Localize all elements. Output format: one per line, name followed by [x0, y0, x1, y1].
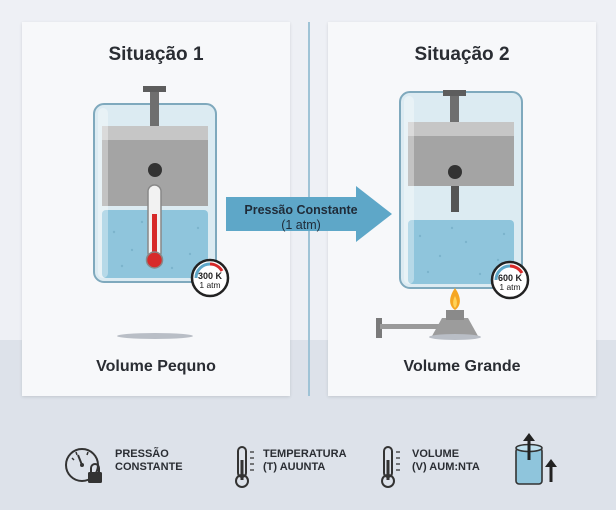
cylinder-volume-up-icon — [515, 433, 557, 485]
situation-1-title: Situação 1 — [108, 44, 204, 65]
situation-1-caption: Volume Pequno — [96, 358, 216, 375]
piston-rod — [450, 92, 459, 134]
pressure-gauge-lock-icon — [65, 448, 102, 483]
arrow-label: Pressão Constante (1 atm) — [244, 203, 358, 232]
water-volume — [408, 220, 514, 284]
situation-2-cylinder-illustration — [376, 90, 530, 340]
piston-pin — [448, 165, 462, 179]
situation-2-caption: Volume Grande — [403, 358, 521, 375]
piston-rod — [150, 86, 159, 130]
piston-pin — [148, 163, 162, 177]
legend-volume: VOLUME(V) AUM:NTA — [412, 448, 480, 473]
situation-1-cylinder-illustration — [93, 86, 230, 339]
thermometer-icon-2 — [381, 446, 400, 488]
bunsen-burner — [376, 310, 481, 340]
situation-2-title: Situação 2 — [414, 44, 510, 65]
legend-temperature: TEMPERATURA(T) AUUNTA — [263, 448, 347, 473]
thermometer-icon — [235, 446, 254, 488]
shadow — [117, 333, 193, 339]
